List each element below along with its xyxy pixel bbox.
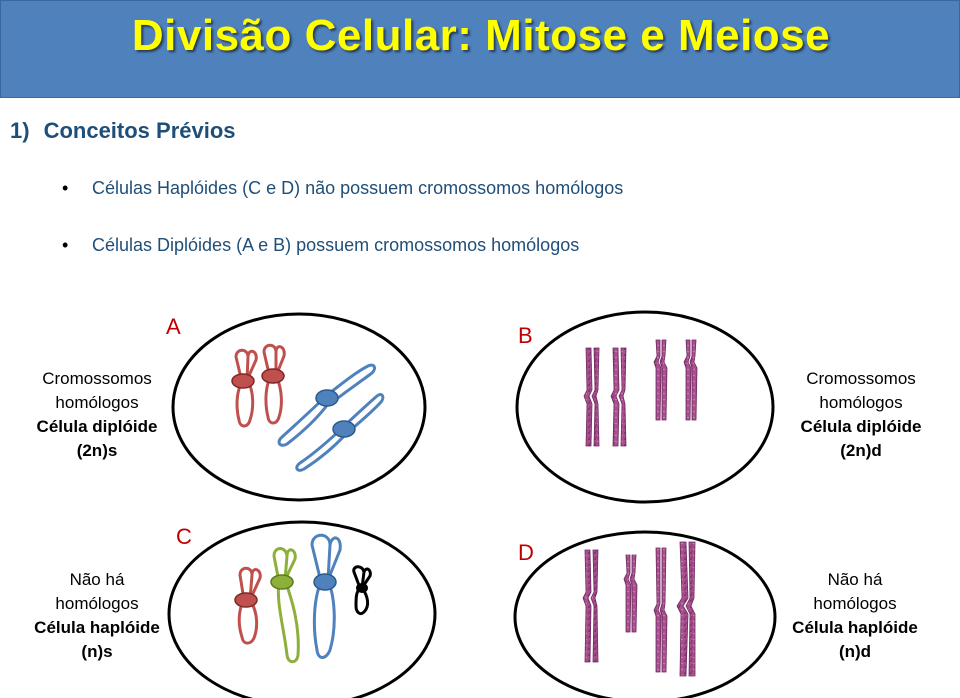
centromere bbox=[231, 373, 255, 389]
cell-a-membrane bbox=[171, 312, 427, 502]
cell-a bbox=[171, 312, 427, 502]
caption-line: Cromossomos bbox=[806, 369, 916, 388]
cell-c-label: C bbox=[176, 524, 192, 549]
centromere bbox=[313, 573, 337, 591]
cell-d-membrane bbox=[513, 530, 777, 698]
caption-line: Não há bbox=[69, 570, 125, 589]
cell-c-membrane bbox=[167, 520, 437, 698]
centromere bbox=[332, 420, 356, 438]
centromere bbox=[356, 583, 368, 593]
caption-line: (n)d bbox=[838, 642, 872, 661]
caption-line: (n)s bbox=[81, 642, 113, 661]
centromere bbox=[270, 574, 294, 590]
cell-c bbox=[167, 520, 437, 698]
cell-d-caption: Não há homólogos Célula haplóide (n)d bbox=[776, 568, 934, 664]
bullet-item: • Células Diplóides (A e B) possuem cromo… bbox=[62, 235, 579, 256]
cell-d bbox=[513, 530, 777, 698]
chromosome-blue bbox=[310, 533, 342, 659]
centromere bbox=[234, 592, 258, 608]
caption-line: Célula haplóide bbox=[34, 618, 160, 637]
chromosome-red bbox=[237, 566, 262, 645]
chromosome-red bbox=[234, 343, 286, 428]
caption-line: (2n)d bbox=[840, 441, 882, 460]
caption-line: homólogos bbox=[55, 393, 139, 412]
centromere bbox=[261, 368, 285, 384]
chromosome-magenta bbox=[582, 541, 696, 677]
caption-line: homólogos bbox=[813, 594, 897, 613]
caption-line: Não há bbox=[827, 570, 883, 589]
cell-c-caption: Não há homólogos Célula haplóide (n)s bbox=[18, 568, 176, 664]
cell-a-caption: Cromossomos homólogos Célula diplóide (2… bbox=[18, 367, 176, 463]
section-heading: 1) Conceitos Prévios bbox=[10, 118, 236, 144]
centromere bbox=[315, 389, 339, 407]
bullet-item: • Células Haplóides (C e D) não possuem c… bbox=[62, 178, 623, 199]
section-title: Conceitos Prévios bbox=[43, 118, 236, 143]
section-number: 1) bbox=[10, 118, 30, 143]
caption-line: Célula haplóide bbox=[792, 618, 918, 637]
bullet-icon: • bbox=[62, 178, 69, 198]
bullet-text: Células Diplóides (A e B) possuem cromos… bbox=[92, 235, 580, 255]
chromosome-black bbox=[352, 565, 372, 616]
caption-line: homólogos bbox=[55, 594, 139, 613]
cell-a-label: A bbox=[166, 314, 181, 339]
cell-b-label: B bbox=[518, 323, 533, 348]
bullet-icon: • bbox=[62, 235, 69, 255]
cell-d-label: D bbox=[518, 540, 534, 565]
cell-b-caption: Cromossomos homólogos Célula diplóide (2… bbox=[782, 367, 940, 463]
caption-line: Célula diplóide bbox=[800, 417, 922, 436]
bullet-text: Células Haplóides (C e D) não possuem cr… bbox=[92, 178, 624, 198]
caption-line: Cromossomos bbox=[42, 369, 152, 388]
caption-line: (2n)s bbox=[76, 441, 118, 460]
chromosome-green bbox=[272, 547, 300, 664]
cell-b-membrane bbox=[515, 310, 775, 504]
page-title: Divisão Celular: Mitose e Meiose bbox=[131, 11, 831, 60]
title-bar: Divisão Celular: Mitose e Meiose bbox=[0, 0, 960, 98]
caption-line: Célula diplóide bbox=[36, 417, 158, 436]
chromosome-magenta bbox=[583, 339, 698, 447]
cell-b bbox=[515, 310, 775, 504]
chromosome-blue bbox=[277, 363, 385, 472]
caption-line: homólogos bbox=[819, 393, 903, 412]
